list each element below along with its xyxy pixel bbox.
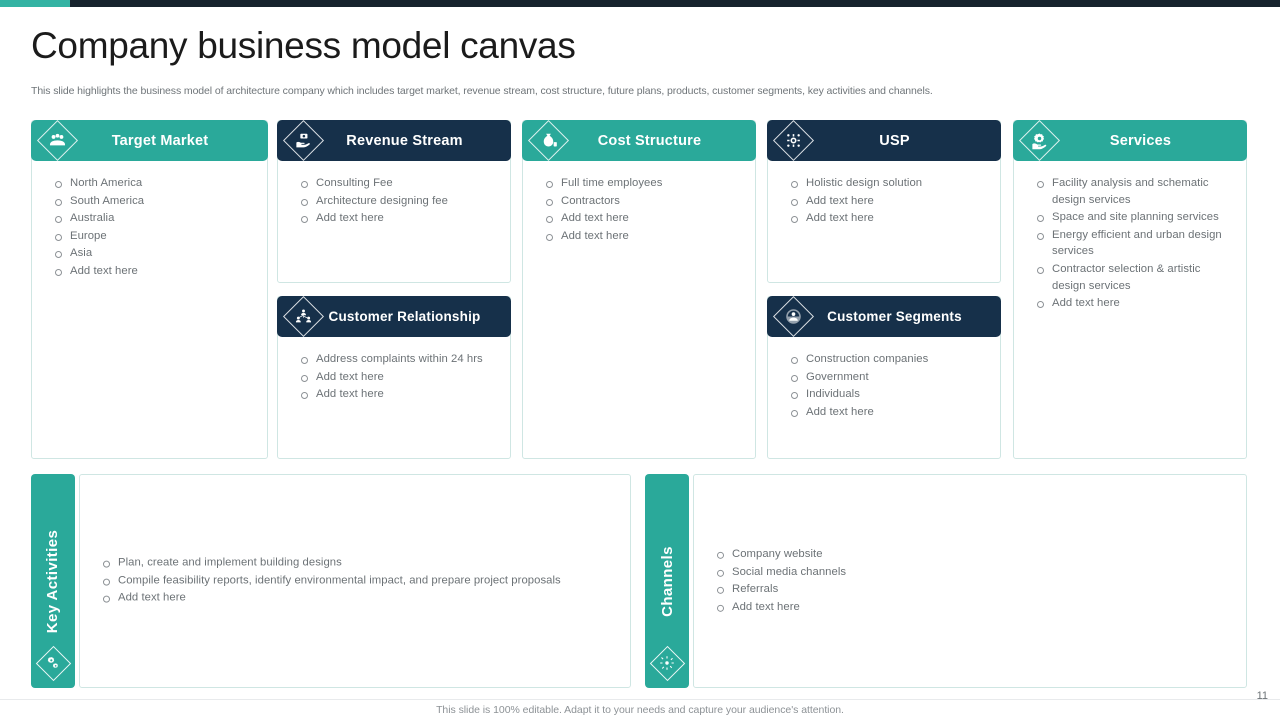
- broadcast-icon: [649, 645, 685, 681]
- bullet-list: Holistic design solution Add text here A…: [782, 175, 990, 227]
- list-item: Contractor selection & artistic design s…: [1028, 261, 1236, 294]
- card-body-services: Facility analysis and schematic design s…: [1014, 169, 1246, 321]
- list-item: Address complaints within 24 hrs: [292, 351, 500, 368]
- panel-key-activities[interactable]: Key Activities Plan, create and implemen…: [31, 474, 631, 688]
- card-body-target-market: North America South America Australia Eu…: [32, 169, 267, 289]
- card-body-usp: Holistic design solution Add text here A…: [768, 169, 1000, 236]
- panel-body-key-activities: Plan, create and implement building desi…: [79, 474, 631, 688]
- card-title: Services: [1109, 132, 1172, 149]
- panel-tab-label: Key Activities: [44, 529, 62, 633]
- list-item: Compile feasibility reports, identify en…: [94, 572, 620, 589]
- list-item: Plan, create and implement building desi…: [94, 555, 620, 572]
- card-title: USP: [879, 132, 910, 149]
- list-item: Asia: [46, 245, 257, 262]
- list-item: Add text here: [537, 228, 745, 245]
- card-header-services: Services: [1013, 119, 1247, 162]
- bullet-list: Address complaints within 24 hrs Add tex…: [292, 351, 500, 403]
- list-item: Construction companies: [782, 351, 990, 368]
- card-header-target-market: Target Market: [31, 119, 268, 162]
- bullet-list: Consulting Fee Architecture designing fe…: [292, 175, 500, 227]
- list-item: Add text here: [292, 369, 500, 386]
- card-header-customer-relationship: Customer Relationship: [277, 295, 511, 338]
- page-subtitle: This slide highlights the business model…: [31, 85, 933, 97]
- card-header-cost-structure: Cost Structure: [522, 119, 756, 162]
- list-item: North America: [46, 175, 257, 192]
- money-bag-icon: [527, 119, 570, 162]
- list-item: Facility analysis and schematic design s…: [1028, 175, 1236, 208]
- list-item: Australia: [46, 210, 257, 227]
- card-header-revenue-stream: Revenue Stream: [277, 119, 511, 162]
- panel-tab-key-activities[interactable]: Key Activities: [31, 474, 75, 688]
- people-connection-icon: [282, 295, 325, 338]
- list-item: Individuals: [782, 386, 990, 403]
- card-title: Customer Relationship: [328, 309, 481, 324]
- list-item: Add text here: [782, 404, 990, 421]
- list-item: Referrals: [708, 581, 1236, 598]
- list-item: Social media channels: [708, 563, 1236, 580]
- people-circle-icon: [772, 295, 815, 338]
- list-item: Europe: [46, 228, 257, 245]
- list-item: South America: [46, 193, 257, 210]
- list-item: Add text here: [292, 210, 500, 227]
- card-usp[interactable]: USP Holistic design solution Add text he…: [767, 119, 1001, 283]
- list-item: Consulting Fee: [292, 175, 500, 192]
- card-customer-segments[interactable]: Customer Segments Construction companies…: [767, 295, 1001, 459]
- card-title: Cost Structure: [597, 132, 702, 149]
- gears-icon: [35, 645, 71, 681]
- list-item: Add text here: [94, 590, 620, 607]
- list-item: Government: [782, 369, 990, 386]
- list-item: Add text here: [292, 386, 500, 403]
- card-revenue-stream[interactable]: Revenue Stream Consulting Fee Architectu…: [277, 119, 511, 283]
- panel-tab-label: Channels: [658, 545, 676, 617]
- hand-gear-icon: [1018, 119, 1061, 162]
- panel-channels[interactable]: Channels Company website Social media ch…: [645, 474, 1247, 688]
- page-title: Company business model canvas: [31, 25, 576, 66]
- list-item: Add text here: [708, 599, 1236, 616]
- list-item: Architecture designing fee: [292, 193, 500, 210]
- bullet-list: Facility analysis and schematic design s…: [1028, 175, 1236, 312]
- list-item: Company website: [708, 546, 1236, 563]
- list-item: Add text here: [46, 263, 257, 280]
- card-title: Revenue Stream: [346, 132, 463, 149]
- list-item: Add text here: [782, 193, 990, 210]
- card-body-revenue-stream: Consulting Fee Architecture designing fe…: [278, 169, 510, 236]
- list-item: Energy efficient and urban design servic…: [1028, 227, 1236, 260]
- page-number: 11: [1256, 690, 1268, 702]
- card-header-usp: USP: [767, 119, 1001, 162]
- card-body-cost-structure: Full time employees Contractors Add text…: [523, 169, 755, 253]
- card-customer-relationship[interactable]: Customer Relationship Address complaints…: [277, 295, 511, 459]
- footer-note: This slide is 100% editable. Adapt it to…: [436, 704, 844, 716]
- panel-tab-channels[interactable]: Channels: [645, 474, 689, 688]
- hand-money-icon: [282, 119, 325, 162]
- list-item: Space and site planning services: [1028, 209, 1236, 226]
- people-group-icon: [36, 119, 79, 162]
- card-body-customer-relationship: Address complaints within 24 hrs Add tex…: [278, 345, 510, 412]
- list-item: Contractors: [537, 193, 745, 210]
- card-header-customer-segments: Customer Segments: [767, 295, 1001, 338]
- card-body-customer-segments: Construction companies Government Indivi…: [768, 345, 1000, 429]
- list-item: Add text here: [537, 210, 745, 227]
- bullet-list: Construction companies Government Indivi…: [782, 351, 990, 420]
- list-item: Add text here: [782, 210, 990, 227]
- bullet-list: Plan, create and implement building desi…: [94, 555, 620, 608]
- top-accent-navy: [70, 0, 1280, 7]
- card-target-market[interactable]: Target Market North America South Americ…: [31, 119, 268, 459]
- card-title: Target Market: [111, 132, 209, 149]
- gear-network-icon: [772, 119, 815, 162]
- bullet-list: North America South America Australia Eu…: [46, 175, 257, 280]
- card-services[interactable]: Services Facility analysis and schematic…: [1013, 119, 1247, 459]
- panel-body-channels: Company website Social media channels Re…: [693, 474, 1247, 688]
- list-item: Add text here: [1028, 295, 1236, 312]
- top-accent-bar: [0, 0, 1280, 7]
- top-accent-teal: [0, 0, 70, 7]
- footer-divider: [0, 699, 1280, 700]
- card-cost-structure[interactable]: Cost Structure Full time employees Contr…: [522, 119, 756, 459]
- bullet-list: Full time employees Contractors Add text…: [537, 175, 745, 244]
- card-title: Customer Segments: [827, 309, 962, 324]
- list-item: Full time employees: [537, 175, 745, 192]
- list-item: Holistic design solution: [782, 175, 990, 192]
- bullet-list: Company website Social media channels Re…: [708, 546, 1236, 616]
